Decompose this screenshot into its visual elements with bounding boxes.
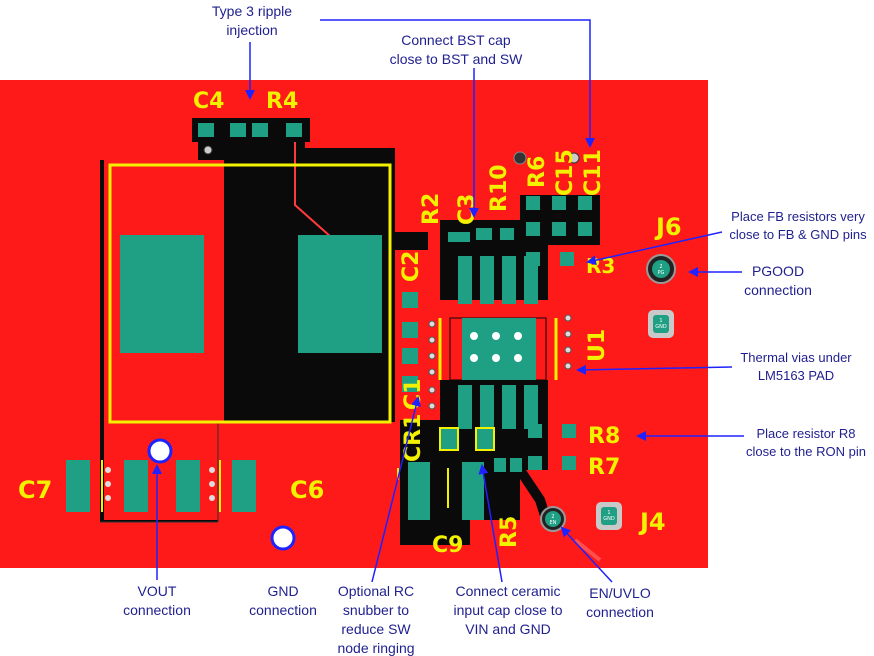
designator-c7: C7	[18, 476, 52, 504]
en-trace-red	[573, 538, 602, 562]
callout-snubber-line2: snubber to	[343, 602, 409, 618]
designator-j4: J4	[638, 508, 666, 536]
arrow-snubber	[371, 396, 421, 583]
callout-gnd-line2: connection	[249, 602, 317, 618]
arrow-enuvlo	[560, 526, 613, 583]
designator-c3: C3	[455, 194, 480, 225]
fb-network-footprints	[448, 151, 592, 266]
j4-pin2-name: EN	[550, 520, 557, 526]
callout-thermal-line2: LM5163 PAD	[758, 368, 834, 383]
designator-r6: R6	[525, 156, 550, 188]
callout-thermal-line1: Thermal vias under	[740, 350, 852, 365]
arrow-input-cap	[478, 464, 503, 583]
designator-r2: R2	[419, 193, 444, 225]
via-columns	[428, 314, 572, 410]
r8-r7-r5-footprint	[494, 424, 576, 472]
designator-r8: R8	[588, 424, 620, 449]
designator-c9: C9	[432, 533, 463, 558]
vout-test-point	[147, 438, 173, 464]
inductor-pad-left	[120, 235, 204, 353]
arrow-fb	[586, 231, 723, 266]
u1-ic-footprint	[438, 256, 558, 429]
callout-enuvlo-line2: connection	[586, 604, 654, 620]
callout-gnd-line1: GND	[267, 583, 298, 599]
designator-c2: C2	[399, 251, 424, 282]
j6-pin1-name: GND	[655, 324, 667, 330]
j6-pin2-number: 2	[659, 264, 662, 270]
designator-r7: R7	[588, 455, 620, 480]
designator-r10: R10	[487, 164, 512, 212]
callout-texts: Type 3 ripple injection Connect BST cap …	[123, 3, 867, 656]
j6-pin1-number: 1	[659, 318, 662, 324]
inductor-pad-right	[298, 235, 382, 353]
callout-pgood-line2: connection	[744, 282, 812, 298]
callout-ron-line1: Place resistor R8	[757, 426, 856, 441]
callout-snubber-line1: Optional RC	[338, 583, 414, 599]
arrow-ripple-c11	[320, 19, 595, 148]
callout-bst-line2: close to BST and SW	[390, 51, 524, 67]
designator-r4: R4	[266, 89, 298, 114]
thermal-pad	[462, 318, 536, 380]
designator-r5: R5	[497, 516, 522, 548]
callout-fb-line1: Place FB resistors very	[731, 209, 865, 224]
c2-footprint	[402, 292, 418, 392]
callout-ripple-line2: injection	[226, 22, 277, 38]
callout-vout-line1: VOUT	[138, 583, 177, 599]
callout-input-cap-line2: input cap close to	[454, 602, 563, 618]
callout-fb-line2: close to FB & GND pins	[729, 227, 867, 242]
j6-pin2-name: PG	[658, 270, 665, 276]
j4-pin2-number: 2	[551, 514, 554, 520]
designator-c6: C6	[290, 476, 324, 504]
callout-bst-line1: Connect BST cap	[401, 32, 511, 48]
designator-u1: U1	[585, 329, 610, 362]
j6-connector: 2 PG 1 GND	[646, 254, 676, 338]
inductor-silkscreen	[108, 163, 392, 424]
callout-ron-line2: close to the RON pin	[746, 444, 866, 459]
arrow-thermal	[576, 364, 733, 375]
callout-pgood-line1: PGOOD	[752, 263, 804, 279]
callout-ripple-line1: Type 3 ripple	[212, 3, 292, 19]
designator-c1: C1	[401, 379, 426, 410]
callout-enuvlo-line1: EN/UVLO	[589, 585, 651, 601]
designator-j6: J6	[654, 213, 682, 241]
output-caps-footprint	[66, 438, 296, 551]
callout-arrows	[152, 19, 744, 583]
j4-connector: 2 EN 1 GND	[540, 502, 622, 532]
callout-input-cap-line1: Connect ceramic	[455, 583, 560, 599]
callout-input-cap-line3: VIN and GND	[465, 621, 551, 637]
designator-c11: C11	[581, 149, 606, 196]
vout-trace-outline	[100, 422, 219, 523]
j4-pin1-number: 1	[607, 510, 610, 516]
j4-pin1-name: GND	[603, 516, 615, 522]
designator-c4: C4	[193, 89, 224, 114]
callout-snubber-line3: reduce SW	[341, 621, 411, 637]
ripple-trace	[294, 140, 341, 246]
designator-c15: C15	[553, 149, 578, 196]
callout-snubber-line4: node ringing	[337, 640, 414, 656]
silkscreen-designators: C4 R4 R2 C3 R10 R6 C15 C11 C2 J6 R3 U1 C…	[18, 89, 682, 558]
designator-cr1: CR1	[401, 414, 426, 462]
cr1-c1-footprint	[397, 427, 495, 520]
c4-r4-footprint	[192, 118, 310, 155]
gnd-test-point	[270, 525, 296, 551]
callout-vout-line2: connection	[123, 602, 191, 618]
